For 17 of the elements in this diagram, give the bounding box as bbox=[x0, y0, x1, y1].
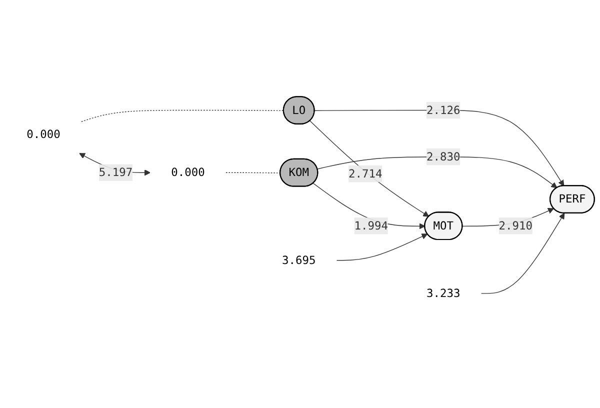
arrow bbox=[317, 156, 558, 188]
node-text: 0.000 bbox=[171, 165, 205, 178]
edge-label: 2.126 bbox=[426, 102, 460, 116]
node-text: 3.233 bbox=[426, 286, 460, 300]
edge-label: 2.714 bbox=[348, 166, 382, 180]
connector bbox=[81, 109, 284, 122]
arrow bbox=[314, 109, 564, 186]
edge-label: 2.910 bbox=[498, 218, 533, 232]
edge-label: 2.830 bbox=[426, 149, 460, 163]
arrow bbox=[336, 233, 428, 260]
connector bbox=[226, 172, 281, 173]
edge-label: 1.994 bbox=[354, 218, 388, 232]
node-text: 3.695 bbox=[282, 252, 316, 266]
arrow bbox=[480, 212, 565, 294]
arrow bbox=[310, 120, 430, 216]
edge-label: 5.197 bbox=[98, 165, 133, 178]
node-text: 0.000 bbox=[26, 126, 60, 140]
